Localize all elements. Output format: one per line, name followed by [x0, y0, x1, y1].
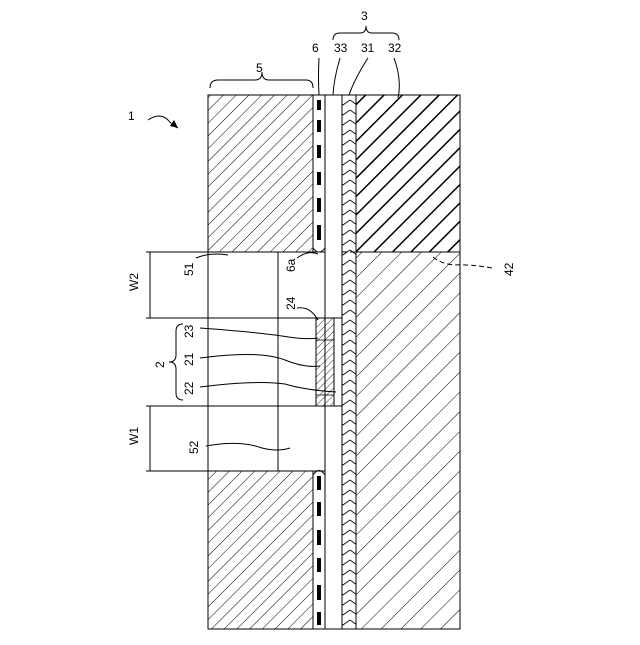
label-electrode-group: 5: [256, 61, 263, 75]
label-w1: W1: [127, 427, 141, 445]
label-opening-edge: 6a: [284, 258, 298, 272]
label-layer-22: 22: [182, 381, 196, 395]
label-layer-24: 24: [284, 296, 298, 310]
electrode-upper-block: [208, 95, 313, 252]
label-layer-33: 33: [334, 41, 348, 55]
element-base-layer: [334, 318, 342, 406]
leader-32: [394, 58, 399, 98]
label-stack-group: 3: [361, 9, 368, 23]
label-element-group: 2: [153, 361, 167, 368]
brace-2: [169, 324, 183, 400]
label-device: 1: [128, 109, 135, 123]
label-boundary-42: 42: [502, 262, 516, 276]
label-w2: W2: [127, 273, 141, 291]
label-layer-32: 32: [388, 41, 402, 55]
leader-31: [349, 58, 368, 95]
electrode-lower-block: [208, 471, 313, 629]
leader-33: [333, 58, 340, 95]
element-layer-24: [316, 318, 334, 406]
label-layer-23: 23: [182, 324, 196, 338]
layer-32-lower: [356, 252, 460, 629]
label-insulator: 6: [312, 41, 319, 55]
insulator-lower: [313, 471, 325, 629]
brace-3: [333, 26, 399, 40]
label-region-51: 51: [182, 262, 196, 276]
layer-31-column: [342, 95, 356, 629]
layer-32-upper: [356, 95, 460, 252]
label-layer-31: 31: [361, 41, 375, 55]
label-layer-21: 21: [182, 352, 196, 366]
label-region-52: 52: [187, 440, 201, 454]
leader-6: [319, 58, 320, 95]
